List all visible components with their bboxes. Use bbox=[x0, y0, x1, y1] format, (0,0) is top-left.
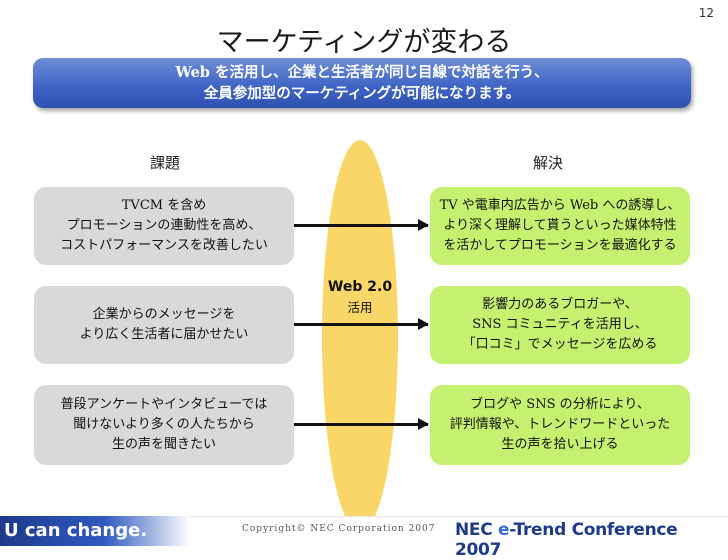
issue-1-line-2: プロモーションの連動性を高め、 bbox=[66, 218, 262, 233]
issue-box-3: 普段アンケートやインタビューでは 聞けないより多くの人たちから 生の声を聞きたい bbox=[34, 385, 294, 465]
solution-3-line-3: 生の声を拾い上げる bbox=[501, 437, 619, 452]
solution-box-1: TV や電車内広告から Web への誘導し、 より深く理解して貰うといった媒体特… bbox=[430, 187, 690, 265]
issue-box-2: 企業からのメッセージを より広く生活者に届かせたい bbox=[34, 286, 294, 364]
issue-3-line-3: 生の声を聞きたい bbox=[111, 437, 216, 452]
copyright-text: Copyright© NEC Corporation 2007 bbox=[242, 524, 436, 534]
issue-3-line-1: 普段アンケートやインタビューでは bbox=[60, 397, 268, 412]
arrow-3 bbox=[294, 418, 429, 430]
web20-label: Web 2.0 活用 bbox=[322, 279, 398, 316]
issue-2-line-2: より広く生活者に届かせたい bbox=[79, 327, 249, 342]
issues-header: 課題 bbox=[150, 154, 181, 172]
web20-sub: 活用 bbox=[347, 300, 373, 315]
solutions-header: 解決 bbox=[533, 154, 564, 172]
issue-1-line-1: TVCM を含め bbox=[121, 198, 207, 213]
solution-box-3: ブログや SNS の分析により、 評判情報や、トレンドワードといった 生の声を拾… bbox=[430, 385, 690, 465]
banner-line-2: 全員参加型のマーケティングが可能になります。 bbox=[203, 85, 521, 102]
conference-e: e bbox=[498, 520, 510, 540]
conference-logo: NEC e-Trend Conference 2007 bbox=[455, 520, 728, 560]
banner-line-1: Web を活用し、企業と生活者が同じ目線で対話を行う、 bbox=[175, 64, 549, 81]
slide-title: マーケティングが変わる bbox=[216, 27, 512, 58]
issue-2-line-1: 企業からのメッセージを bbox=[92, 307, 236, 322]
solution-1-line-1: TV や電車内広告から Web への誘導し、 bbox=[439, 198, 681, 213]
solution-2-line-1: 影響力のあるブロガーや、 bbox=[482, 297, 638, 312]
web20-title: Web 2.0 bbox=[327, 279, 393, 295]
arrow-1 bbox=[294, 219, 429, 231]
solution-1-line-3: を活かしてプロモーションを最適化する bbox=[443, 238, 677, 253]
issue-1-line-3: コストパフォーマンスを改善したい bbox=[60, 238, 268, 253]
arrow-2 bbox=[294, 318, 429, 330]
solution-1-line-2: より深く理解して貰うといった媒体特性 bbox=[443, 218, 677, 233]
slogan-logo: U can change. bbox=[0, 516, 190, 546]
conference-prefix: NEC bbox=[455, 520, 499, 540]
issue-3-line-2: 聞けないより多くの人たちから bbox=[73, 417, 255, 432]
solution-box-2: 影響力のあるブロガーや、 SNS コミュニティを活用し、 「口コミ」でメッセージ… bbox=[430, 286, 690, 364]
summary-banner: Web を活用し、企業と生活者が同じ目線で対話を行う、 全員参加型のマーケティン… bbox=[33, 58, 691, 108]
solution-3-line-2: 評判情報や、トレンドワードといった bbox=[449, 417, 671, 432]
solution-3-line-1: ブログや SNS の分析により、 bbox=[470, 397, 650, 412]
solution-2-line-2: SNS コミュニティを活用し、 bbox=[472, 317, 648, 332]
solution-2-line-3: 「口コミ」でメッセージを広める bbox=[462, 337, 658, 352]
issue-box-1: TVCM を含め プロモーションの連動性を高め、 コストパフォーマンスを改善した… bbox=[34, 187, 294, 265]
page-number: 12 bbox=[698, 6, 714, 20]
web20-ellipse bbox=[322, 140, 398, 532]
